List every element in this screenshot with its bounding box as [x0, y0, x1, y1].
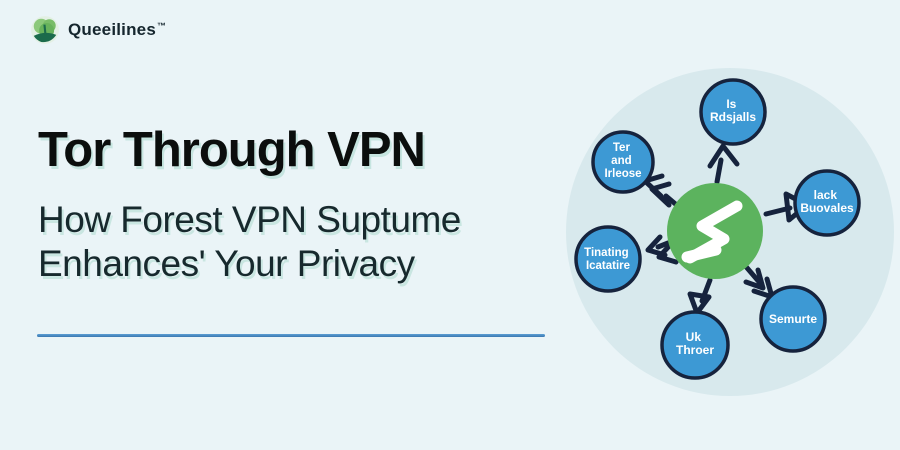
subtitle-line-2: Enhances' Your Privacy: [38, 243, 415, 284]
node-bottom-right: Semurte: [759, 285, 827, 353]
node-label: Ter and Irleose: [604, 142, 641, 180]
hub-node: [667, 183, 763, 279]
tree-logo-icon: [31, 16, 59, 44]
node-label: Is Rdsjalls: [710, 97, 756, 124]
node-label: lack Buovales: [800, 188, 854, 215]
arrow-to-bottom-left: [687, 277, 713, 316]
node-upper-left: Ter and Irleose: [591, 130, 655, 194]
brand-name: Queeilines™: [68, 20, 166, 40]
brand-name-text: Queeilines: [68, 20, 156, 39]
brush-s-icon: [681, 200, 743, 264]
page-title: Tor Through VPN: [38, 123, 426, 177]
node-label: Uk Throer: [676, 330, 714, 357]
node-top: Is Rdsjalls: [699, 78, 767, 146]
page-subtitle: How Forest VPN Suptume Enhances' Your Pr…: [38, 198, 558, 286]
subtitle-line-1: How Forest VPN Suptume: [38, 199, 461, 240]
trademark-symbol: ™: [156, 20, 166, 31]
accent-divider: [37, 334, 545, 337]
arrow-to-top: [707, 143, 740, 185]
node-right: lack Buovales: [793, 169, 861, 237]
node-left: Tinating Icatatire: [574, 225, 642, 293]
arrow-to-left: [645, 234, 679, 265]
node-label: Semurte: [769, 312, 817, 326]
node-bottom-left: Uk Throer: [660, 310, 730, 380]
node-label: Tinating Icatatire: [584, 247, 632, 272]
brand-logo: Queeilines™: [30, 15, 166, 45]
